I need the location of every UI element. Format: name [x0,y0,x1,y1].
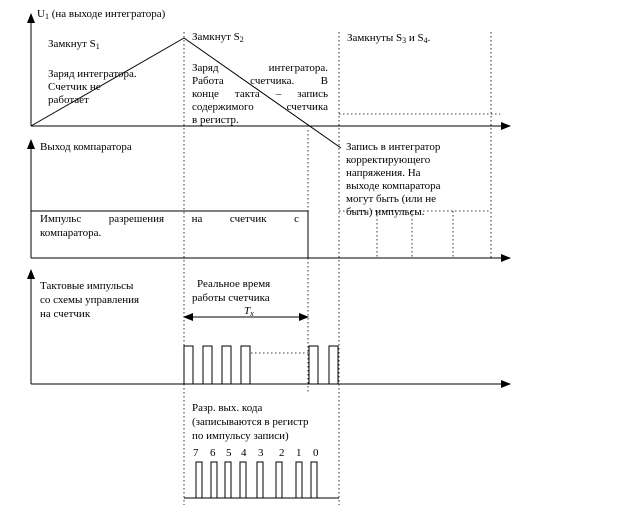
phase-s2-line3: конце такта – запись [192,88,328,100]
u-subscript: 1 [44,12,49,21]
real-time-line2: работы счетчика [192,292,270,304]
correction-note-line1: Запись в интегратор [346,141,441,153]
register-note-line2: (записываются в регистр [192,416,309,428]
bit-pulse-3 [239,461,247,498]
bit-label-0: 0 [313,447,319,459]
correction-note-line5: могут быть (или не [346,193,437,205]
register-note-line1: Разр. вых. кода [192,402,263,414]
bit-pulse-5 [275,461,283,498]
integrator-axis-label: U1 (на выходе интегратора) [37,8,165,23]
enable-pulse-line2: компаратора. [40,227,102,239]
bit-pulse-0 [195,461,203,498]
phase-s1-title: Замкнут S1 [48,38,100,51]
enable-pulse [31,210,309,258]
phase-s2-line5: в регистр. [192,114,239,126]
clock-axis-line3: на счетчик [40,308,91,320]
phase-s2-line1: Заряд интегратора. [192,62,328,74]
clock-pulse-0 [183,345,194,384]
bit-pulse-2 [224,461,232,498]
clock-axis-line2: со схемы управления [40,294,140,306]
phase-s2-line4: содержимого счетчика [192,101,328,113]
bit-label-4: 4 [241,447,247,459]
integrator-waveform [30,37,342,149]
enable-pulse-line1: Импульс разрешения на счетчик с [40,213,299,225]
phase-boundaries [183,32,500,505]
phase-s1-line3: работает [48,94,89,106]
clock-pulse-5 [328,345,339,384]
bit-pulse-6 [295,461,303,498]
charge-ramp [30,37,185,127]
bit-label-1: 1 [296,447,302,459]
axes [27,13,511,388]
bit-pulse-1 [210,461,218,498]
tx-label: Tx [244,305,254,318]
correction-note-line2: корректирующего [346,154,431,166]
clock-pulses [183,345,339,384]
clock-axis-line1: Тактовые импульсы [40,280,134,292]
correction-note-line3: напряжения. На [346,167,421,179]
correction-note-line4: выходе компаратора [346,180,441,192]
phase-s1-line1: Заряд интегратора. [48,68,137,80]
phase-s1-line2: Счетчик не [48,81,101,93]
clock-pulse-2 [221,345,232,384]
clock-pulse-1 [202,345,213,384]
bit-label-5: 5 [226,447,232,459]
comparator-axis-label: Выход компаратора [40,141,132,153]
enable-pulse-shape [31,210,309,258]
bit-label-2: 2 [279,447,285,459]
phase-s2-line2: Работа счетчика. В [192,75,328,87]
clock-pulse-4 [308,345,319,384]
bit-label-3: 3 [258,447,264,459]
correction-note-line6: быть) импульсы. [346,206,425,218]
real-time-line1: Реальное время [197,278,271,290]
register-bit-pulses [195,461,318,498]
register-note-line3: по импульсу записи) [192,430,289,442]
phase-s2-title: Замкнут S2 [192,31,244,44]
bit-pulse-7 [310,461,318,498]
bit-pulse-4 [256,461,264,498]
phase-s34-title: Замкнуты S3 и S4. [347,32,431,45]
bit-label-6: 6 [210,447,216,459]
u-symbol: U [37,8,45,20]
clock-pulse-3 [240,345,251,384]
bit-label-7: 7 [193,447,199,459]
u-description: (на выходе интегратора) [48,8,166,20]
discharge-ramp [183,37,342,149]
